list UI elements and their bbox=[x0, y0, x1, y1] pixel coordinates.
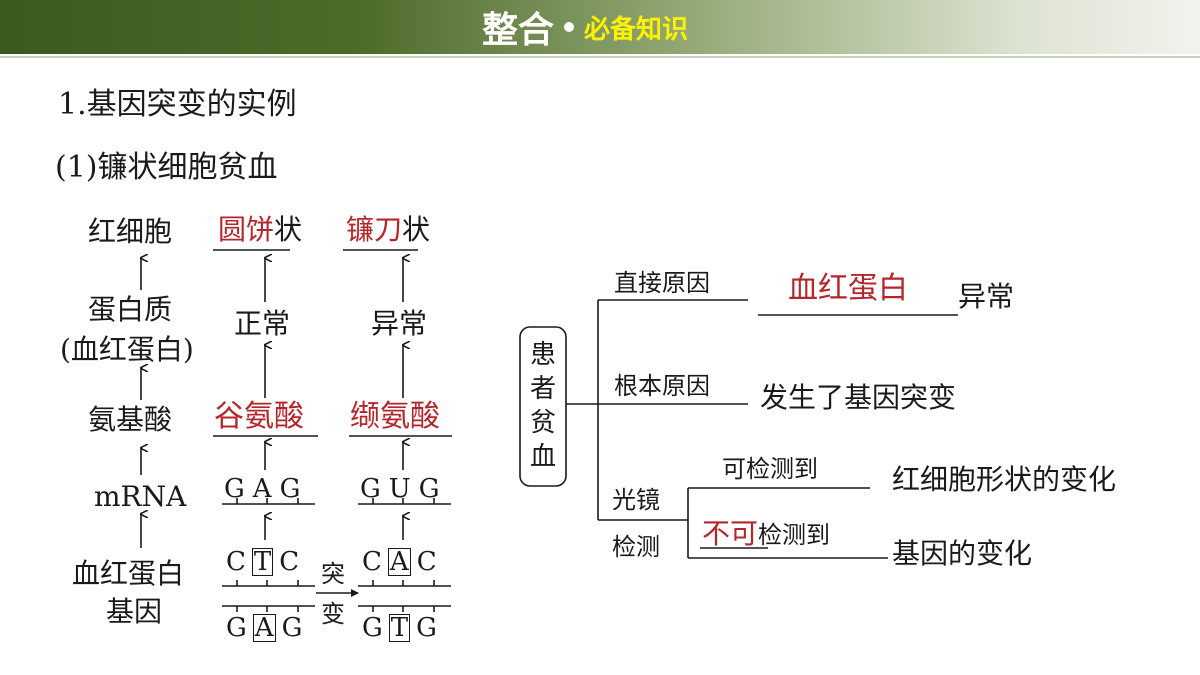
undetectable-value: 基因的变化 bbox=[892, 537, 1033, 570]
header-dot-icon bbox=[564, 22, 575, 32]
col2-dna-top-base: C bbox=[279, 547, 300, 577]
col1-hemoglobin: (血红蛋白) bbox=[60, 333, 194, 366]
detectable-label: 可检测到 bbox=[722, 455, 818, 483]
patient-char: 患 bbox=[530, 340, 557, 370]
col2-dna-bottom: G A G bbox=[226, 614, 302, 642]
col3-dna-bottom: G T G bbox=[362, 614, 437, 642]
col3-dna-bottom-base-boxed: T bbox=[388, 613, 411, 643]
header-subtitle: 必备知识 bbox=[584, 14, 689, 45]
detectable-value: 红细胞形状的变化 bbox=[892, 463, 1117, 496]
col3-shape: 镰刀状 bbox=[346, 216, 430, 244]
header-bar bbox=[0, 0, 1200, 54]
col3-mrna-base: U bbox=[388, 474, 411, 504]
direct-cause-suffix: 异常 bbox=[958, 280, 1015, 313]
col2-mrna-base: A bbox=[252, 474, 272, 504]
col1-hemoglobin-gene-b: 基因 bbox=[106, 595, 163, 628]
col2-mrna-codon: G A G bbox=[224, 476, 300, 502]
direct-cause-label: 直接原因 bbox=[614, 269, 710, 297]
col2-mrna-base: G bbox=[224, 474, 245, 504]
col2-dna-top-base-boxed: T bbox=[251, 547, 274, 577]
col3-dna-top-base: C bbox=[362, 547, 382, 577]
header-title: 整合 必备知识 bbox=[482, 4, 689, 51]
col3-shape-answer: 镰刀 bbox=[346, 213, 403, 246]
col3-mrna-base: G bbox=[360, 474, 381, 504]
col2-dna-bottom-base-boxed: A bbox=[252, 613, 276, 643]
col1-hemoglobin-gene-a: 血红蛋白 bbox=[72, 557, 185, 590]
col2-dna-bottom-base: G bbox=[281, 613, 303, 643]
col1-mrna: mRNA bbox=[94, 480, 187, 513]
col2-amino-acid: 谷氨酸 bbox=[214, 399, 304, 434]
undetectable-label: 不可检测到 bbox=[702, 520, 830, 548]
mutation-label-top: 突 bbox=[321, 560, 345, 588]
root-cause-label: 根本原因 bbox=[614, 372, 710, 400]
root-cause-value: 发生了基因突变 bbox=[760, 381, 957, 414]
col3-mrna-codon: G U G bbox=[360, 476, 439, 502]
col2-dna-top: C T C bbox=[226, 548, 299, 576]
col3-mrna-base: G bbox=[418, 474, 440, 504]
microscope-label-bottom: 检测 bbox=[612, 533, 660, 561]
col3-dna-top: C A C bbox=[362, 548, 437, 576]
col3-shape-suffix: 状 bbox=[402, 213, 431, 246]
col1-red-blood-cell: 红细胞 bbox=[88, 215, 173, 248]
heading-example: 1.基因突变的实例 bbox=[58, 87, 297, 122]
col2-dna-top-base: C bbox=[226, 547, 246, 577]
col1-protein: 蛋白质 bbox=[88, 293, 173, 326]
col3-protein-state: 异常 bbox=[371, 307, 428, 340]
undetectable-suffix: 检测到 bbox=[758, 521, 831, 549]
col2-shape-answer: 圆饼 bbox=[218, 213, 275, 246]
col3-dna-top-base-boxed: A bbox=[387, 547, 411, 577]
col2-mrna-base: G bbox=[279, 474, 301, 504]
direct-cause-answer: 血红蛋白 bbox=[788, 271, 908, 306]
mutation-label-bottom: 变 bbox=[321, 600, 345, 628]
col2-shape-suffix: 状 bbox=[274, 213, 303, 246]
col3-dna-bottom-base: G bbox=[362, 613, 383, 643]
header-main-title: 整合 bbox=[482, 10, 555, 51]
patient-char: 者 bbox=[530, 374, 557, 404]
microscope-label-top: 光镜 bbox=[612, 486, 660, 514]
col2-protein-state: 正常 bbox=[234, 307, 291, 340]
col3-dna-bottom-base: G bbox=[416, 613, 437, 643]
col3-dna-top-base: C bbox=[416, 547, 437, 577]
undetectable-answer: 不可 bbox=[702, 517, 759, 550]
col3-amino-acid: 缬氨酸 bbox=[350, 399, 440, 434]
heading-sickle-cell: (1)镰状细胞贫血 bbox=[55, 150, 278, 185]
col2-dna-bottom-base: G bbox=[226, 613, 247, 643]
col2-shape: 圆饼状 bbox=[218, 216, 302, 244]
patient-char: 血 bbox=[530, 442, 557, 472]
header-divider bbox=[0, 56, 1200, 58]
patient-char: 贫 bbox=[530, 408, 557, 438]
col1-amino-acid: 氨基酸 bbox=[88, 403, 173, 436]
